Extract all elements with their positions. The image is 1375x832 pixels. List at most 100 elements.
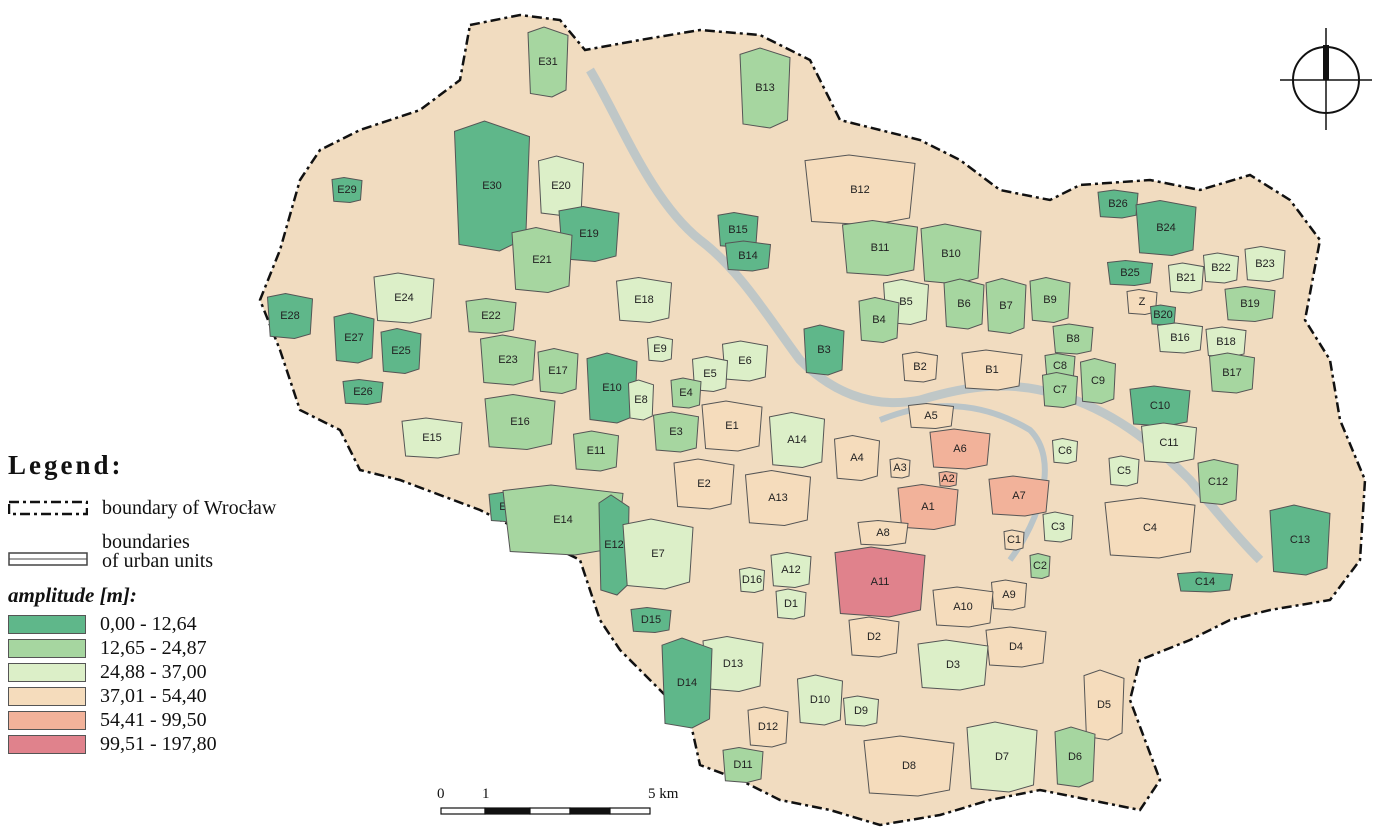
urban-unit-c14 (1176, 571, 1234, 593)
urban-unit-d7 (966, 721, 1038, 793)
legend-range-label: 99,51 - 197,80 (100, 732, 217, 755)
legend-swatch (8, 638, 86, 658)
unit-label-e3: E3 (669, 426, 682, 438)
unit-label-b16: B16 (1170, 332, 1190, 344)
scale-label-start: 0 (437, 786, 445, 802)
legend-range-label: 0,00 - 12,64 (100, 612, 197, 635)
unit-label-c6: C6 (1058, 445, 1072, 457)
scale-bar: 0 1 5 km (437, 786, 680, 828)
urban-unit-e1 (701, 400, 763, 452)
unit-label-e30: E30 (482, 180, 502, 192)
urban-unit-c4 (1104, 497, 1196, 559)
unit-label-d13: D13 (723, 658, 743, 670)
legend-range-label: 24,88 - 37,00 (100, 660, 207, 683)
legend-class-1: 12,65 - 24,87 (8, 636, 353, 660)
legend: Legend: boundary of Wrocław boundaries o… (8, 450, 353, 756)
unit-label-d11: D11 (733, 759, 752, 771)
unit-label-b4: B4 (872, 314, 885, 326)
unit-label-c3: C3 (1051, 521, 1065, 533)
urban-unit-d16 (738, 566, 766, 594)
urban-unit-c13 (1269, 504, 1331, 576)
urban-unit-e7 (622, 518, 694, 590)
unit-label-e17: E17 (548, 365, 568, 377)
urban-unit-a9 (990, 579, 1028, 611)
legend-class-3: 37,01 - 54,40 (8, 684, 353, 708)
urban-unit-a4 (833, 434, 881, 482)
urban-unit-e27 (333, 312, 375, 364)
legend-range-label: 12,65 - 24,87 (100, 636, 207, 659)
unit-label-a5: A5 (924, 410, 937, 422)
legend-city-boundary-label: boundary of Wrocław (102, 496, 277, 519)
urban-unit-e15 (401, 417, 463, 459)
unit-label-b9: B9 (1043, 294, 1056, 306)
unit-label-e5: E5 (703, 368, 716, 380)
legend-swatch (8, 734, 86, 754)
urban-unit-b9 (1029, 276, 1071, 324)
unit-label-a10: A10 (953, 601, 973, 613)
urban-unit-e11 (572, 430, 620, 472)
unit-label-a14: A14 (787, 434, 807, 446)
unit-label-b18: B18 (1216, 336, 1236, 348)
unit-label-e7: E7 (651, 548, 664, 560)
unit-label-b3: B3 (817, 344, 830, 356)
scale-label-one: 1 (482, 786, 490, 802)
unit-label-a4: A4 (850, 452, 863, 464)
unit-label-b21: B21 (1176, 272, 1196, 284)
unit-label-a12: A12 (781, 564, 801, 576)
unit-label-b1: B1 (985, 364, 998, 376)
unit-label-b11: B11 (871, 242, 890, 254)
urban-unit-b23 (1244, 245, 1286, 283)
urban-unit-a11 (834, 546, 926, 618)
north-arrow-icon (1280, 28, 1372, 130)
unit-label-e16: E16 (510, 416, 530, 428)
urban-unit-e17 (537, 347, 579, 395)
unit-label-b10: B10 (941, 248, 961, 260)
amplitude-label: amplitude [m]: (8, 583, 137, 607)
unit-label-d15: D15 (641, 614, 661, 626)
unit-label-d5: D5 (1097, 699, 1111, 711)
urban-unit-d12 (747, 706, 789, 748)
legend-range-label: 37,01 - 54,40 (100, 684, 207, 707)
urban-unit-a14 (768, 411, 826, 469)
unit-label-d8: D8 (902, 760, 916, 772)
unit-label-b17: B17 (1222, 367, 1242, 379)
unit-label-b2: B2 (913, 361, 926, 373)
unit-label-b14: B14 (738, 250, 758, 262)
unit-label-e1: E1 (725, 420, 738, 432)
unit-label-e9: E9 (653, 343, 666, 355)
urban-unit-d15 (630, 606, 672, 634)
legend-unit-boundaries-label: boundaries of urban units (102, 531, 214, 572)
urban-unit-e22 (465, 297, 517, 335)
legend-class-5: 99,51 - 197,80 (8, 732, 353, 756)
unit-label-b19: B19 (1240, 298, 1260, 310)
unit-label-e10: E10 (602, 382, 622, 394)
unit-label-d9: D9 (854, 705, 868, 717)
unit-label-e25: E25 (391, 345, 411, 357)
unit-label-a1: A1 (921, 501, 934, 513)
urban-unit-b1 (961, 349, 1023, 391)
urban-unit-e21 (511, 226, 573, 294)
urban-unit-b7 (985, 277, 1027, 335)
urban-unit-d1 (775, 588, 807, 620)
unit-label-c13: C13 (1290, 534, 1310, 546)
unit-label-e31: E31 (538, 56, 558, 68)
unit-label-b5: B5 (899, 296, 912, 308)
unit-label-e6: E6 (738, 355, 751, 367)
urban-unit-c9 (1079, 357, 1117, 405)
urban-unit-b12 (804, 154, 916, 226)
unit-label-e27: E27 (344, 332, 364, 344)
urban-unit-d3 (917, 639, 989, 691)
unit-label-e26: E26 (353, 386, 373, 398)
legend-city-boundary: boundary of Wrocław (8, 493, 353, 523)
urban-unit-b3 (803, 324, 845, 376)
urban-unit-e4 (670, 377, 702, 409)
unit-boundary-swatch (8, 552, 88, 566)
urban-unit-b8 (1052, 323, 1094, 355)
unit-label-e12: E12 (604, 539, 624, 551)
urban-unit-b10 (920, 223, 982, 285)
legend-unit-boundaries: boundaries of urban units (8, 527, 353, 577)
unit-label-b20: B20 (1153, 309, 1173, 321)
unit-label-a8: A8 (876, 527, 889, 539)
urban-unit-a2 (938, 470, 958, 488)
urban-unit-d9 (842, 695, 880, 727)
